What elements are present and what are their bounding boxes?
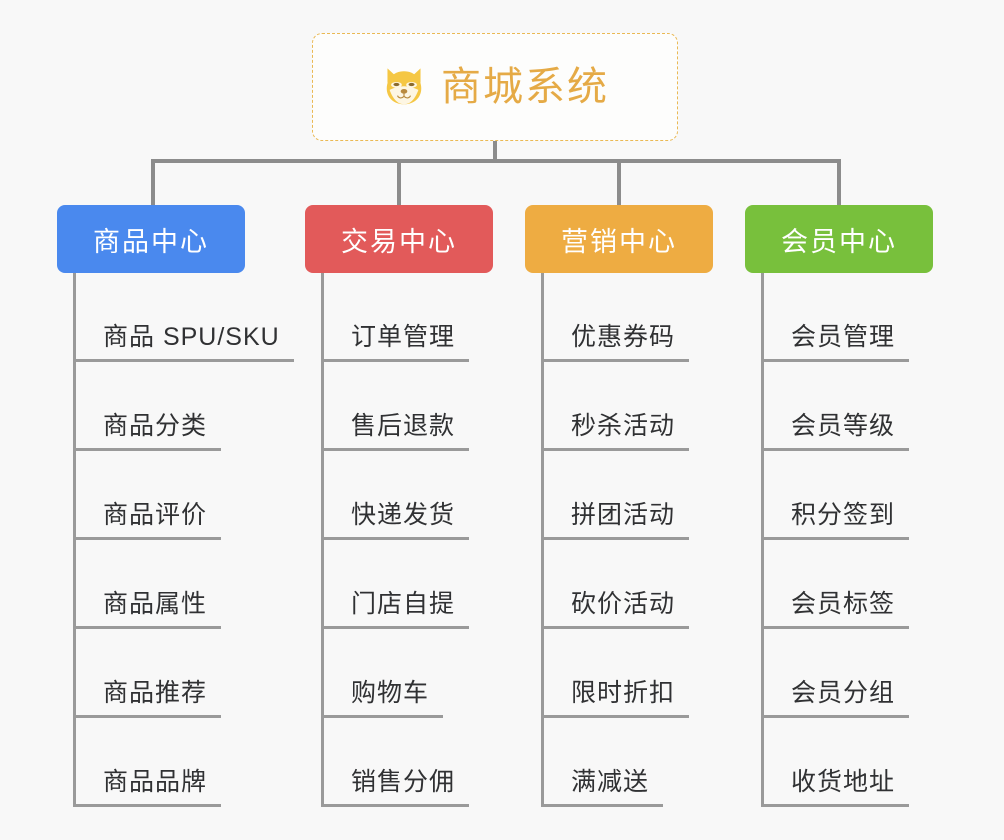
leaf-list-member: 会员管理 会员等级 积分签到 会员标签 会员分组 收货地址	[745, 273, 933, 807]
branch-stem	[761, 273, 764, 807]
branch-header-label: 交易中心	[341, 226, 457, 257]
leaf-label: 收货地址	[761, 768, 910, 807]
branch-stem	[541, 273, 544, 807]
leaf-item[interactable]: 收货地址	[745, 718, 933, 807]
leaf-label: 满减送	[541, 768, 664, 807]
leaf-label: 购物车	[321, 679, 444, 718]
branch-header-label: 商品中心	[93, 226, 209, 257]
root-trunk-connector	[493, 141, 497, 163]
branch-column-trade: 交易中心 订单管理 售后退款 快递发货 门店自提 购物车 销售分佣	[305, 205, 493, 807]
leaf-label: 商品属性	[73, 590, 222, 629]
leaf-label: 销售分佣	[321, 768, 470, 807]
leaf-item[interactable]: 商品 SPU/SKU	[57, 273, 294, 362]
branch-header-label: 会员中心	[781, 226, 897, 257]
branch-stem	[73, 273, 76, 807]
leaf-label: 限时折扣	[541, 679, 690, 718]
branch-column-product: 商品中心 商品 SPU/SKU 商品分类 商品评价 商品属性 商品推荐 商品品牌	[57, 205, 294, 807]
branch-header-member[interactable]: 会员中心	[745, 205, 933, 273]
leaf-item[interactable]: 拼团活动	[525, 451, 713, 540]
leaf-item[interactable]: 秒杀活动	[525, 362, 713, 451]
leaf-item[interactable]: 订单管理	[305, 273, 493, 362]
leaf-item[interactable]: 会员分组	[745, 629, 933, 718]
branch-header-product[interactable]: 商品中心	[57, 205, 245, 273]
leaf-item[interactable]: 积分签到	[745, 451, 933, 540]
leaf-item[interactable]: 商品评价	[57, 451, 245, 540]
root-title: 商城系统	[441, 65, 609, 109]
leaf-item[interactable]: 限时折扣	[525, 629, 713, 718]
leaf-label: 商品 SPU/SKU	[73, 323, 294, 362]
leaf-label: 商品评价	[73, 501, 222, 540]
leaf-label: 优惠券码	[541, 323, 690, 362]
branch-drop-connector-4	[837, 159, 841, 207]
leaf-list-product: 商品 SPU/SKU 商品分类 商品评价 商品属性 商品推荐 商品品牌	[57, 273, 294, 807]
leaf-label: 会员管理	[761, 323, 910, 362]
shiba-dog-face-icon	[381, 64, 427, 110]
leaf-item[interactable]: 商品推荐	[57, 629, 245, 718]
leaf-label: 商品品牌	[73, 768, 222, 807]
leaf-list-marketing: 优惠券码 秒杀活动 拼团活动 砍价活动 限时折扣 满减送	[525, 273, 713, 807]
leaf-label: 门店自提	[321, 590, 470, 629]
branch-column-member: 会员中心 会员管理 会员等级 积分签到 会员标签 会员分组 收货地址	[745, 205, 933, 807]
leaf-label: 商品分类	[73, 412, 222, 451]
leaf-label: 售后退款	[321, 412, 470, 451]
leaf-item[interactable]: 快递发货	[305, 451, 493, 540]
leaf-item[interactable]: 会员标签	[745, 540, 933, 629]
leaf-item[interactable]: 满减送	[525, 718, 713, 807]
leaf-item[interactable]: 商品分类	[57, 362, 245, 451]
leaf-item[interactable]: 销售分佣	[305, 718, 493, 807]
leaf-item[interactable]: 商品品牌	[57, 718, 245, 807]
leaf-label: 秒杀活动	[541, 412, 690, 451]
leaf-item[interactable]: 会员管理	[745, 273, 933, 362]
branch-bus-connector	[151, 159, 839, 163]
branch-drop-connector-3	[617, 159, 621, 207]
leaf-item[interactable]: 商品属性	[57, 540, 245, 629]
leaf-label: 快递发货	[321, 501, 470, 540]
leaf-label: 会员分组	[761, 679, 910, 718]
branch-stem	[321, 273, 324, 807]
leaf-label: 拼团活动	[541, 501, 690, 540]
leaf-item[interactable]: 优惠券码	[525, 273, 713, 362]
leaf-label: 会员标签	[761, 590, 910, 629]
branch-drop-connector-2	[397, 159, 401, 207]
leaf-item[interactable]: 会员等级	[745, 362, 933, 451]
leaf-label: 会员等级	[761, 412, 910, 451]
leaf-item[interactable]: 售后退款	[305, 362, 493, 451]
branch-header-marketing[interactable]: 营销中心	[525, 205, 713, 273]
leaf-item[interactable]: 购物车	[305, 629, 493, 718]
leaf-label: 砍价活动	[541, 590, 690, 629]
branch-drop-connector-1	[151, 159, 155, 207]
leaf-label: 订单管理	[321, 323, 470, 362]
leaf-list-trade: 订单管理 售后退款 快递发货 门店自提 购物车 销售分佣	[305, 273, 493, 807]
root-node[interactable]: 商城系统	[312, 33, 678, 141]
branch-header-label: 营销中心	[561, 226, 677, 257]
leaf-label: 商品推荐	[73, 679, 222, 718]
leaf-label: 积分签到	[761, 501, 910, 540]
leaf-item[interactable]: 门店自提	[305, 540, 493, 629]
branch-column-marketing: 营销中心 优惠券码 秒杀活动 拼团活动 砍价活动 限时折扣 满减送	[525, 205, 713, 807]
leaf-item[interactable]: 砍价活动	[525, 540, 713, 629]
branch-header-trade[interactable]: 交易中心	[305, 205, 493, 273]
